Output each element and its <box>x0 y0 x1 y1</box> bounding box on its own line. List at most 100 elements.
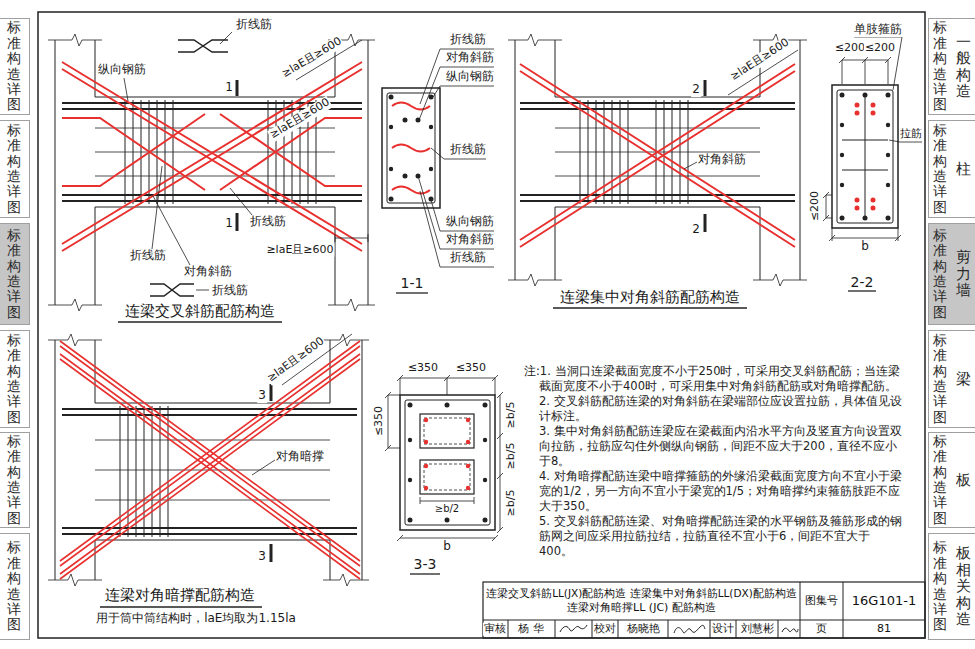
title-block-text: 连梁对角暗撑LL (JC) 配筋构造 <box>567 601 716 615</box>
label-anchor: 纵向钢筋 <box>97 63 147 77</box>
label-anchor: 2-2 <box>850 274 875 290</box>
rebar-label: 纵向钢筋 <box>445 215 495 229</box>
break-line <box>48 34 375 311</box>
rebar-dot <box>466 486 470 490</box>
label-anchor: 杨晓艳 <box>626 623 661 636</box>
rebar-dot <box>389 167 393 171</box>
side-tab: 标准构造详图 <box>0 330 30 428</box>
rebar-label: 单肢箍筋 <box>853 23 903 37</box>
rebar-dots <box>840 93 891 221</box>
signature-field: 审核 <box>483 623 507 636</box>
label-anchor: 3-3 <box>413 556 438 572</box>
chapter-tab: 标准构造详图板 <box>928 432 975 528</box>
wall-pier <box>515 40 800 280</box>
rebar-dot <box>840 93 845 98</box>
label-anchor: ≤200 <box>809 190 822 222</box>
section-mark: 3 <box>257 389 267 403</box>
break-line <box>48 334 369 586</box>
label-anchor: 对角斜筋 <box>183 265 233 279</box>
signature <box>782 628 798 632</box>
atlas-label-cell: 图集号 <box>800 582 843 620</box>
title-block-text: 81 <box>877 622 891 636</box>
rebar-dot <box>408 478 412 482</box>
rebar-dot <box>840 183 844 187</box>
note: 3. 集中对角斜筋配筋连梁应在梁截面内沿水平方向及竖直方向设置双向拉筋，拉筋应勾… <box>524 424 904 469</box>
rebar-dot <box>466 418 470 422</box>
dimension: b <box>860 240 870 254</box>
dimension: b <box>442 540 452 554</box>
rebar-dot <box>424 418 428 422</box>
rebar-dots <box>389 95 434 202</box>
rebar-label: 折线筋 <box>211 284 249 298</box>
chapter-tab: 标准构造详图柱 <box>928 120 975 218</box>
rebar-dot <box>403 118 408 123</box>
rebar-dot <box>429 167 433 171</box>
rebar-dot <box>840 153 844 157</box>
label-anchor: 5. 交叉斜筋配筋连梁、对角暗撑配筋连梁的水平钢筋及箍筋形成的钢筋网之间应采用拉… <box>524 514 904 559</box>
brace-stirrup <box>420 414 474 448</box>
title-block-text: 连梁交叉斜筋LL(JX)配筋构造 连梁集中对角斜筋LL(DX)配筋构造 <box>486 587 797 601</box>
rebar-dot <box>886 153 890 157</box>
rebar-dot <box>840 123 844 127</box>
dimension: ≤350 <box>455 362 487 375</box>
label-anchor: 3 <box>257 550 267 564</box>
concentrated-diagonal-beam <box>508 34 807 308</box>
chapter-name: 一般构造 <box>956 34 971 100</box>
title-block-text: 16G101-1 <box>852 593 916 610</box>
rebar-label: 折线筋 <box>235 18 273 32</box>
leader-line <box>854 37 922 142</box>
note: 4. 对角暗撑配筋连梁中暗撑箍筋的外缘沿梁截面宽度方向不宜小于梁宽的1/2，另一… <box>524 469 904 514</box>
leader-line <box>684 162 697 169</box>
label-anchor: 折线筋 <box>235 18 273 32</box>
diagonal-bar <box>62 62 362 251</box>
drawing-title: 连梁集中对角斜筋配筋构造 <box>559 289 741 306</box>
label-anchor: 校对 <box>593 623 617 636</box>
dimension: ≤200 <box>864 42 896 55</box>
side-tab: 标准构造详图 <box>0 533 30 640</box>
rebar-dot <box>416 174 421 179</box>
rebar-dots <box>408 403 488 523</box>
rebar-dot <box>871 206 876 211</box>
page-label-cell: 页 <box>800 620 843 638</box>
label-anchor: 2. 交叉斜筋配筋连梁的对角斜筋在梁端部位应设置拉筋，具体值见设计标注。 <box>524 394 904 424</box>
rebar-dot <box>863 216 868 221</box>
dimension: ≥b/5 <box>505 401 518 430</box>
rebar-dot <box>855 111 860 116</box>
diagonal-bar-dots <box>855 103 876 211</box>
tab-caption: 标准构造详图 <box>933 333 947 425</box>
label-anchor: 折线筋 <box>129 249 167 263</box>
brace-core <box>424 464 470 490</box>
dimension-line <box>296 40 368 242</box>
brace-bar-dots <box>424 418 470 490</box>
note: 5. 交叉斜筋配筋连梁、对角暗撑配筋连梁的水平钢筋及箍筋形成的钢筋网之间应采用拉… <box>524 514 904 559</box>
rebar-label: 对角斜筋 <box>445 51 495 65</box>
signature-name: 杨 华 <box>517 623 545 636</box>
section-cut <box>236 80 239 231</box>
note: 注:1. 当洞口连梁截面宽度不小于250时，可采用交叉斜筋配筋；当连梁截面宽度不… <box>524 364 904 394</box>
drawing-title: 连梁对角暗撑配筋构造 <box>104 587 256 604</box>
rebar-label: 折线筋 <box>449 143 487 157</box>
stirrup <box>837 90 893 223</box>
label-anchor: 设计 <box>711 623 735 636</box>
label-anchor: ≥b/2 <box>434 503 460 515</box>
label-anchor: 4. 对角暗撑配筋连梁中暗撑箍筋的外缘沿梁截面宽度方向不宜小于梁宽的1/2，另一… <box>524 469 904 514</box>
tab-caption: 标准构造详图 <box>933 228 947 320</box>
label-anchor: ≤350 <box>455 362 487 375</box>
label-anchor: 拉筋 <box>899 128 923 141</box>
rebar-dot <box>483 403 488 408</box>
tab-caption: 标准构造详图 <box>7 20 21 112</box>
rebar-dot <box>429 197 434 202</box>
rebar-dot <box>483 438 487 442</box>
rebar-dot <box>886 216 891 221</box>
page-frame <box>38 12 925 638</box>
break-line <box>508 34 807 286</box>
rebar-dot <box>840 216 845 221</box>
dimension-line <box>829 228 901 241</box>
caption: 用于筒中筒结构时，laE均取为1.15la <box>95 612 297 626</box>
title-block <box>483 582 925 638</box>
tab-caption: 标准构造详图 <box>7 434 21 526</box>
tie-bar <box>842 95 888 218</box>
rebar-label: 对角斜筋 <box>445 233 495 247</box>
tab-caption: 标准构造详图 <box>933 540 947 632</box>
